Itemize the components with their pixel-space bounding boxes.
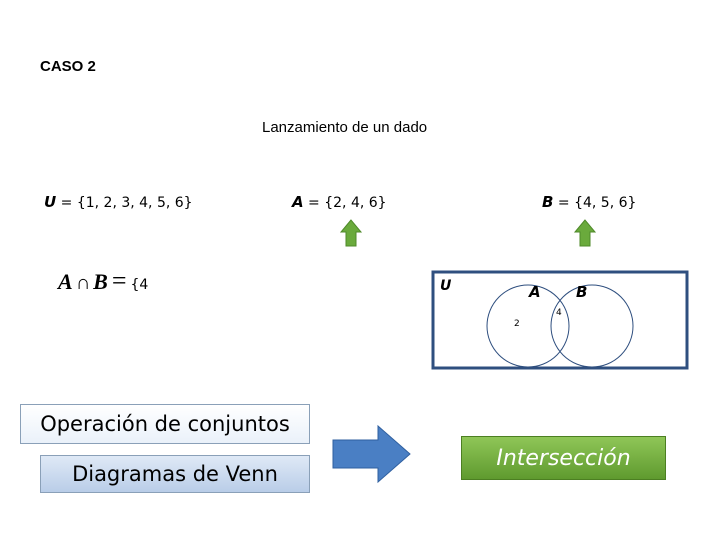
intersection-left-set: A — [58, 269, 73, 294]
circle-b — [550, 284, 634, 368]
set-a-elements: = {2, 4, 6} — [303, 195, 387, 211]
right-arrow-icon — [332, 424, 411, 484]
venn-diagrams-box: Diagramas de Venn — [40, 455, 310, 493]
set-b-name: B — [542, 193, 554, 211]
set-u-definition: U = {1, 2, 3, 4, 5, 6} — [44, 193, 193, 211]
up-arrow-icon — [573, 219, 597, 247]
element-shared: 4 — [556, 308, 562, 318]
universe-label: U — [440, 278, 452, 294]
intersection-right-set: B — [93, 269, 108, 294]
operation-box: Operación de conjuntos — [20, 404, 310, 444]
equals-sign: = — [111, 266, 127, 295]
subtitle: Lanzamiento de un dado — [262, 119, 428, 136]
up-arrow-icon — [339, 219, 363, 247]
element-only-a: 2 — [514, 319, 520, 329]
result-intersection-box: Intersección — [461, 436, 666, 480]
set-b-elements: = {4, 5, 6} — [553, 195, 637, 211]
case-title: CASO 2 — [40, 58, 96, 75]
set-b-definition: B = {4, 5, 6} — [542, 193, 636, 211]
intersection-symbol: ∩ — [75, 272, 91, 294]
set-u-elements: = {1, 2, 3, 4, 5, 6} — [56, 195, 193, 211]
set-a-name: A — [292, 193, 304, 211]
set-u-name: U — [44, 193, 57, 211]
intersection-value: {4 — [130, 277, 149, 293]
intersection-equation: A∩B={4 — [58, 266, 148, 296]
circle-a — [486, 284, 570, 368]
set-a-definition: A = {2, 4, 6} — [292, 193, 387, 211]
circle-b-label: B — [576, 283, 587, 301]
circle-a-label: A — [528, 283, 541, 301]
universe-rectangle — [431, 270, 689, 370]
